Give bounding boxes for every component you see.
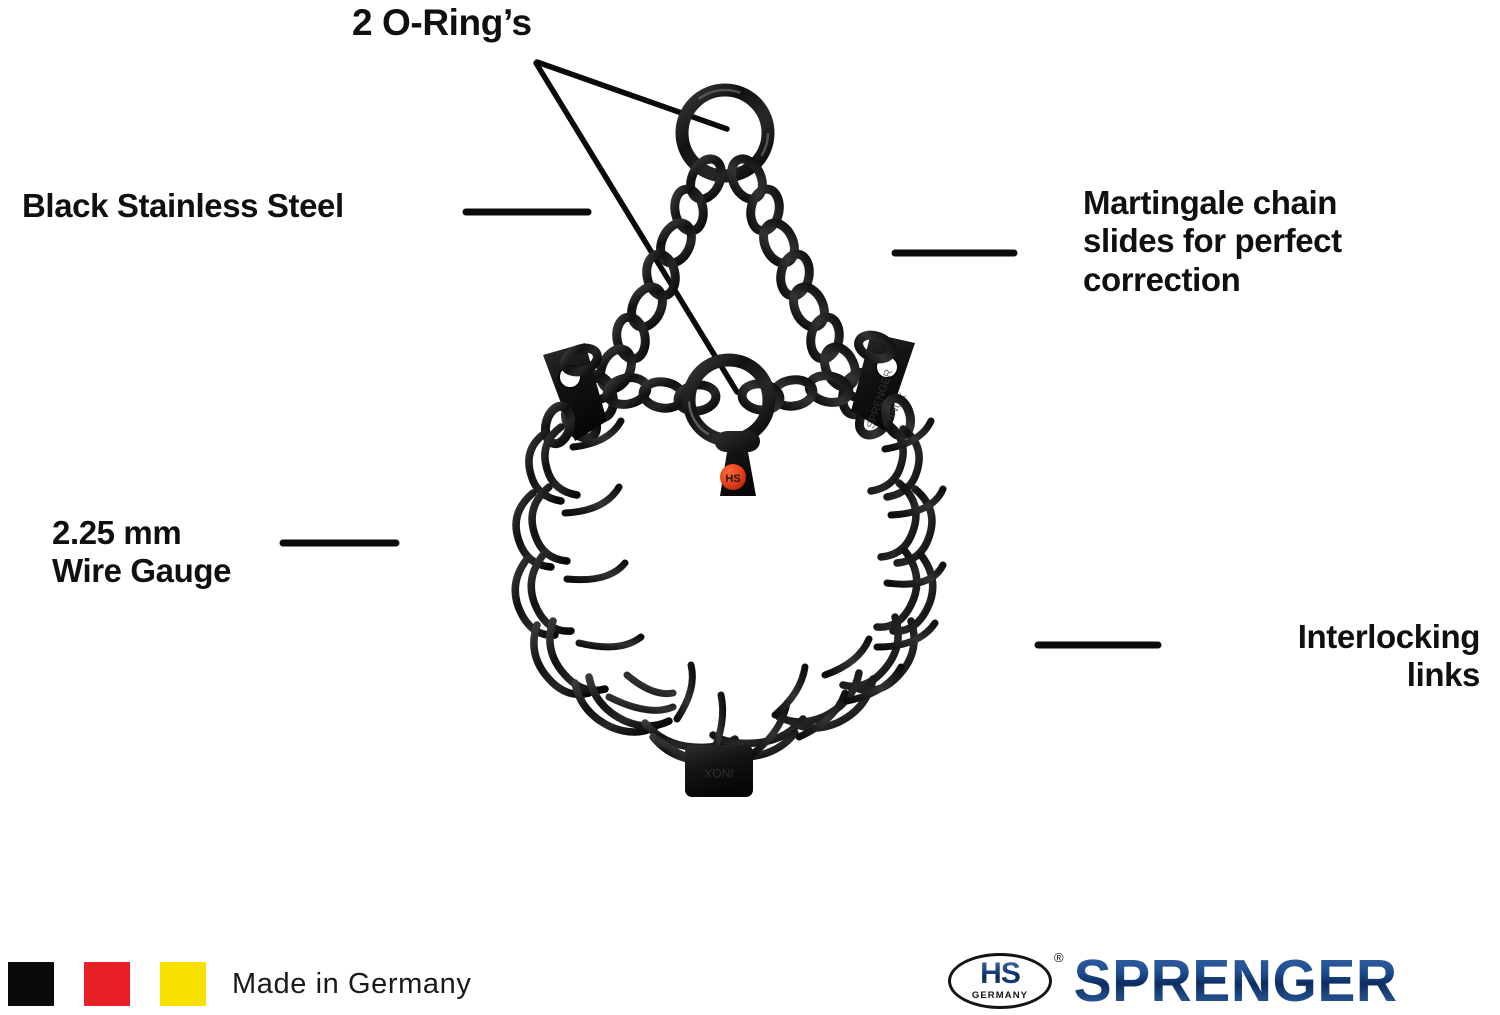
hs-badge-text: HS: [725, 473, 740, 485]
brand-logo-hs-sprenger: HS GERMANY ® SPRENGER: [948, 948, 1398, 1014]
o-ring-lower: [682, 353, 776, 447]
callout-label-interlocking-links: Interlocking links: [1297, 618, 1481, 694]
prongs: [561, 417, 947, 766]
flag-swatch-red: [84, 962, 130, 1006]
hs-logo-oval: HS GERMANY: [948, 953, 1052, 1009]
hs-badge-icon: [720, 464, 746, 490]
callout-label-o-rings: 2 O-Ring’s: [352, 2, 532, 43]
sprenger-wordmark: SPRENGER: [1073, 947, 1398, 1015]
made-in-germany-text: Made in Germany: [232, 968, 472, 1000]
hs-monogram: HS: [980, 956, 1021, 990]
callout-label-martingale-chain: Martingale chain slides for perfect corr…: [1083, 184, 1342, 298]
side-plate-right: SPRENGER INOX: [851, 330, 916, 441]
flag-swatch-black: [8, 962, 54, 1006]
german-flag-swatches: [8, 962, 236, 1006]
flag-swatch-gold: [160, 962, 206, 1006]
bottom-plate-engraving: INOX: [704, 766, 733, 780]
bottom-plate: INOX: [685, 745, 753, 797]
side-plate-left: [540, 343, 607, 449]
product-image-prong-collar: HS SPRENGER INOX: [395, 55, 1035, 855]
hs-logo-germany-text: GERMANY: [971, 989, 1029, 1001]
registered-trademark-icon: ®: [1054, 950, 1064, 965]
brand-tag: HS: [715, 431, 760, 496]
callout-label-black-stainless-steel: Black Stainless Steel: [22, 187, 344, 224]
callout-label-wire-gauge: 2.25 mm Wire Gauge: [52, 514, 232, 590]
